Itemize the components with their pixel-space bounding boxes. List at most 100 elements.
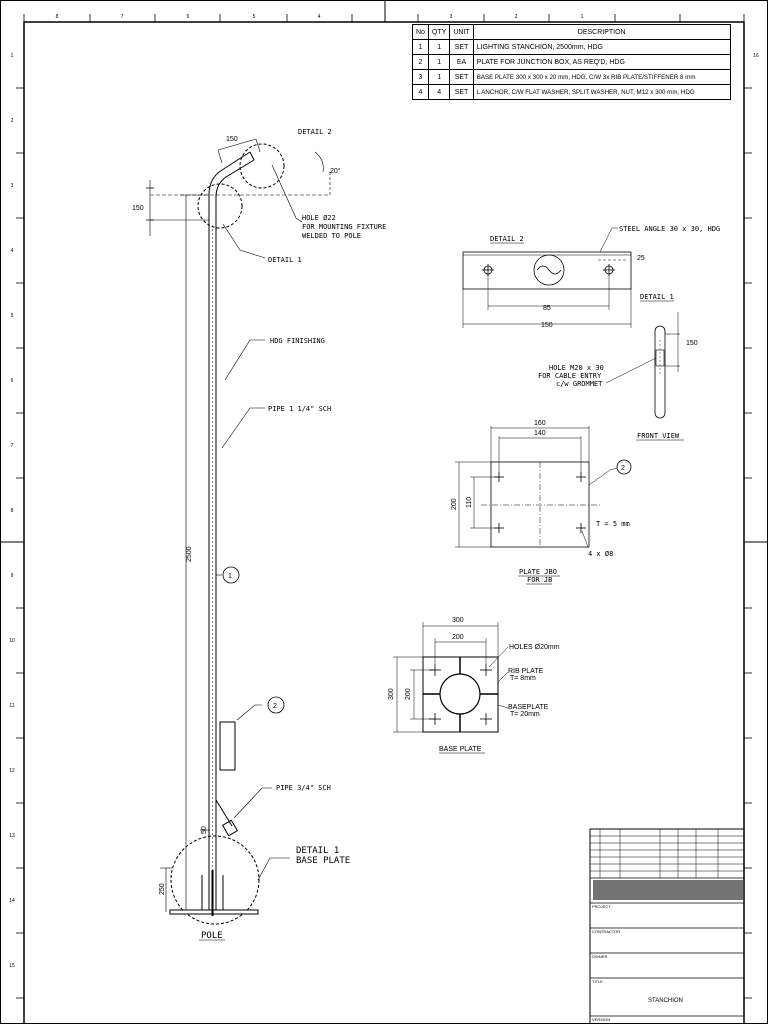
bom-row: 1 1 SET LIGHTING STANCHION, 2500mm, HDG [412,39,731,55]
jb-dim-h-outer: 200 [451,498,458,510]
bom-cell-no: 2 [412,54,429,70]
pole-hole-note-2: FOR MOUNTING FIXTURE [302,223,386,231]
bom-cell-unit: SET [449,84,474,100]
bom-cell-no: 3 [412,69,429,85]
pole-pipe-bottom-note: PIPE 3/4" SCH [276,784,331,792]
pole-height-dim: 2500 [186,546,193,562]
jb-thickness-note: T = 5 mm [596,520,630,528]
bom-header-no: No [412,24,429,40]
base-caption: BASE PLATE [439,746,482,753]
bom-cell-unit: EA [449,54,474,70]
pole-item2-balloon-text: 2 [273,703,277,710]
jb-caption-2: FOR JB [527,576,552,584]
border-number: 8 [11,508,14,514]
base-holes-note: HOLES Ø20mm [509,644,560,651]
detail2-view [462,227,632,328]
jb-dim-h-inner: 110 [466,497,473,508]
border-number: 1 [581,14,584,20]
base-dim-inner-h: 200 [452,634,464,641]
detail1-caption: FRONT VIEW [637,432,680,440]
pole-item1-balloon-text: 1 [228,573,232,580]
border-number: 5 [253,14,256,20]
detail1-hole-note-3: c/w GROMMET [556,380,603,388]
detail2-steel-note: STEEL ANGLE 30 x 30, HDG [619,225,720,233]
pole-text: DETAIL 2 150 150 20° HOLE Ø22 FOR MOUNTI… [132,128,386,941]
pole-balloons [222,566,285,714]
base-dim-outer-v: 300 [388,688,395,700]
pole-base-detail-label-1: DETAIL 1 [296,846,339,856]
pole-detail1-label: DETAIL 1 [268,256,302,264]
bom-cell-no: 1 [412,39,429,55]
bom-header-qty: QTY [427,24,451,40]
bom-cell-description: L ANCHOR, C/W FLAT WASHER, SPLIT WASHER,… [472,84,731,100]
detail1-hole-note-2: FOR CABLE ENTRY [538,372,602,380]
tb-version-label: VERSION [592,1017,610,1022]
detail1-title: DETAIL 1 [640,293,674,301]
bom-row: 2 1 EA PLATE FOR JUNCTION BOX, AS REQ'D,… [412,54,731,70]
bom-cell-description: BASE PLATE 300 x 300 x 20 mm, HDG, C/W 3… [472,69,731,85]
tb-owner-label: OWNER [592,954,607,959]
border-number: 9 [11,573,14,579]
base-rib-note-1: RIB PLATE [508,668,544,675]
border-number: 14 [9,898,15,904]
detail1-text: DETAIL 1 150 HOLE M20 x 30 FOR CABLE ENT… [538,293,698,440]
border-ticks [16,14,752,999]
bom-row: 3 1 SET BASE PLATE 300 x 300 x 20 mm, HD… [412,69,731,85]
detail2-dim-150: 150 [541,322,553,329]
bom-cell-description: PLATE FOR JUNCTION BOX, AS REQ'D, HDG [472,54,731,70]
jb-item-balloon-text: 2 [621,465,625,472]
base-baseplate-note-1: BASEPLATE [508,704,549,711]
detail2-dim-25: 25 [637,255,645,262]
jb-dim-w-inner: 140 [534,430,546,437]
tb-contractor-label: CONTRACTOR [592,929,620,934]
bom-cell-qty: 4 [427,84,451,100]
base-plate-text: 300 200 300 200 HOLES Ø20mm RIB PLATE T=… [388,617,560,753]
jb-plate-text: 160 140 200 110 2 T = 5 mm 4 x Ø8 PLATE … [451,420,630,584]
detail2-title: DETAIL 2 [490,235,524,243]
bom-cell-unit: SET [449,69,474,85]
border-number: 16 [753,53,759,59]
detail1-hole-note-1: HOLE M20 x 30 [549,364,604,372]
detail1-dim-150: 150 [686,340,698,347]
border-number: 4 [11,248,14,254]
pole-hole-note-1: HOLE Ø22 [302,214,336,222]
border-number: 5 [11,313,14,319]
pole-dim-50: 50 [201,826,208,834]
border-side-numbers: 1 2 3 4 5 6 7 8 9 10 11 12 13 14 15 16 [9,53,759,969]
pole-base-detail-label-2: BASE PLATE [296,856,350,866]
border-number: 6 [11,378,14,384]
jb-plate-balloon [616,459,632,475]
base-dim-inner-v: 200 [405,688,412,700]
border-number: 11 [9,703,14,709]
bom-header-description: DESCRIPTION [472,24,731,40]
pole-pipe-top-note: PIPE 1 1/4" SCH [268,405,331,413]
jb-caption-1: PLATE JBO [519,568,557,576]
tb-title-value: STANCHION [648,998,683,1004]
pole-dim-150-top: 150 [226,136,238,143]
jb-plate-view [455,426,618,585]
border-top-numbers: 8 7 6 5 4 3 2 1 [56,14,584,20]
border-number: 7 [121,14,124,20]
border-number: 4 [318,14,321,20]
bom-header-unit: UNIT [449,24,474,40]
jb-holes-note: 4 x Ø8 [588,550,613,558]
base-plate-view [393,622,509,754]
pole-hole-note-3: WELDED TO POLE [302,232,361,240]
tb-project-label: PROJECT [592,904,611,909]
base-rib-note-2: T= 8mm [510,675,536,682]
pole-dim-250: 250 [159,883,166,895]
pole-dim-150-left: 150 [132,205,144,212]
border-number: 15 [9,963,15,969]
border-number: 2 [515,14,518,20]
border-number: 6 [187,14,190,20]
border-number: 3 [450,14,453,20]
detail2-text: DETAIL 2 STEEL ANGLE 30 x 30, HDG 25 85 … [490,225,720,329]
bill-of-materials-table: No QTY UNIT DESCRIPTION 1 1 SET LIGHTING… [412,24,731,100]
detail2-dim-85: 85 [543,305,551,312]
title-block-text: PROJECT CONTRACTOR OWNER TITLE STANCHION… [592,904,683,1022]
pole-angle-label: 20° [330,167,341,175]
border-number: 12 [9,768,15,774]
bom-cell-unit: SET [449,39,474,55]
